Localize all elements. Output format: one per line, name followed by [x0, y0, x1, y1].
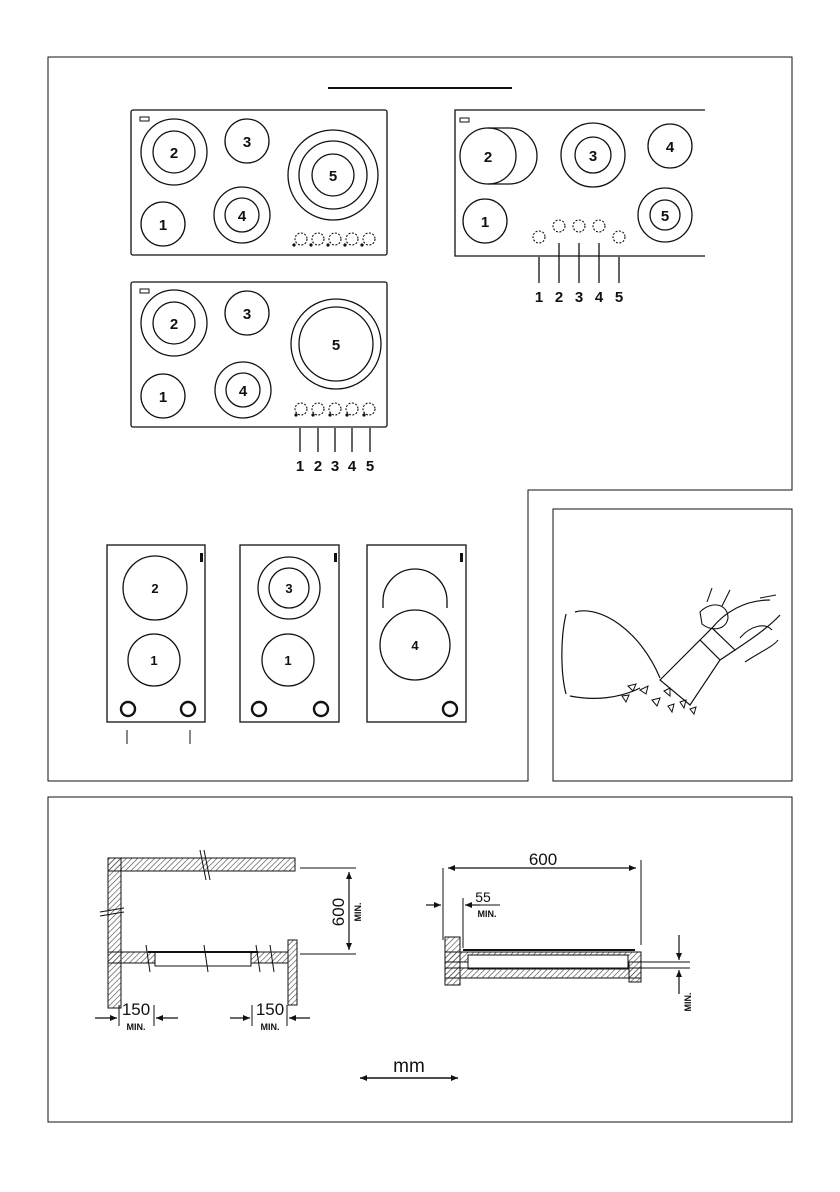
- svg-text:1: 1: [284, 653, 291, 668]
- svg-text:4: 4: [348, 458, 357, 475]
- svg-text:MIN.: MIN.: [353, 903, 363, 922]
- hob-a-zone-1: 1: [141, 202, 185, 246]
- svg-text:2: 2: [555, 289, 563, 306]
- svg-text:1: 1: [159, 389, 167, 406]
- svg-text:1: 1: [535, 289, 543, 306]
- left-wall: [108, 858, 121, 1008]
- svg-text:5: 5: [332, 337, 340, 354]
- svg-text:3: 3: [285, 581, 292, 596]
- hob-a-zone-5: 5: [288, 130, 378, 220]
- svg-text:2: 2: [151, 581, 158, 596]
- svg-text:MIN.: MIN.: [683, 993, 693, 1012]
- svg-text:5: 5: [329, 168, 337, 185]
- hob-c-zone-2: 2: [141, 290, 207, 356]
- right-wall: [288, 940, 297, 1005]
- domino-2-zone-3: 3: [258, 557, 320, 619]
- installation-right: 600 55 MIN. MIN.: [426, 850, 693, 1012]
- domino-1: 2 1: [107, 545, 205, 744]
- hob-c-zone-4: 4: [215, 362, 271, 418]
- hob-b-zone-3: 3: [561, 123, 625, 187]
- scraper-frame: [553, 509, 792, 781]
- svg-text:MIN.: MIN.: [261, 1022, 280, 1032]
- hob-b: 2 3 4 1 5: [455, 110, 705, 306]
- svg-text:MIN.: MIN.: [127, 1022, 146, 1032]
- hob-c: 2 3 5 1 4: [131, 282, 387, 475]
- hob-c-zone-3: 3: [225, 291, 269, 335]
- svg-text:600: 600: [529, 850, 557, 869]
- svg-text:5: 5: [366, 458, 374, 475]
- hob-c-zone-1: 1: [141, 374, 185, 418]
- svg-text:5: 5: [615, 289, 623, 306]
- hob-b-zone-5: 5: [638, 188, 692, 242]
- svg-text:4: 4: [595, 289, 604, 306]
- hob-c-zone-5: 5: [291, 299, 381, 389]
- svg-text:3: 3: [575, 289, 583, 306]
- svg-text:150: 150: [122, 1000, 150, 1019]
- domino-2-zone-1: 1: [262, 634, 314, 686]
- hob-b-knobs: [533, 220, 625, 283]
- svg-text:3: 3: [331, 458, 339, 475]
- hob-a-knobs: [292, 233, 375, 247]
- domino-1-zone-1: 1: [128, 634, 180, 686]
- right-shelf: [445, 968, 641, 978]
- svg-text:2: 2: [170, 316, 178, 333]
- domino-2: 3 1: [240, 545, 339, 722]
- unit-indicator: mm: [360, 1056, 458, 1078]
- svg-text:3: 3: [589, 148, 597, 165]
- svg-text:1: 1: [150, 653, 157, 668]
- hob-b-knob-labels: 1 2 3 4 5: [535, 289, 623, 306]
- installation-left: 600 MIN. 150 MIN. 150 MIN.: [95, 850, 363, 1032]
- svg-text:4: 4: [239, 383, 248, 400]
- hob-a: 2 3 5 1 4: [131, 110, 387, 255]
- domino-3: 4: [367, 545, 466, 722]
- svg-text:150: 150: [256, 1000, 284, 1019]
- domino-3-zone-4: 4: [380, 569, 450, 680]
- svg-text:4: 4: [411, 638, 419, 653]
- hob-b-zone-4: 4: [648, 124, 692, 168]
- hob-body: [155, 952, 251, 966]
- svg-text:2: 2: [170, 145, 178, 162]
- domino-2-knobs: [252, 702, 328, 716]
- domino-3-knob: [443, 702, 457, 716]
- svg-text:3: 3: [243, 306, 251, 323]
- svg-text:4: 4: [666, 139, 675, 156]
- scraper-illustration: [562, 588, 780, 714]
- hob-a-zone-2: 2: [141, 119, 207, 185]
- svg-text:3: 3: [243, 134, 251, 151]
- domino-1-knobs: [121, 702, 195, 744]
- svg-text:2: 2: [314, 458, 322, 475]
- svg-text:1: 1: [481, 214, 489, 231]
- svg-text:55: 55: [475, 889, 491, 905]
- hob-b-zone-1: 1: [463, 199, 507, 243]
- right-hob-body: [468, 955, 628, 969]
- svg-text:5: 5: [661, 208, 669, 225]
- domino-1-zone-2: 2: [123, 556, 187, 620]
- hob-a-zone-4: 4: [214, 187, 270, 243]
- hob-b-zone-2: 2: [460, 128, 537, 184]
- svg-text:mm: mm: [393, 1056, 425, 1077]
- svg-text:4: 4: [238, 208, 247, 225]
- svg-text:MIN.: MIN.: [478, 909, 497, 919]
- svg-text:600: 600: [329, 898, 348, 926]
- hob-a-zone-3: 3: [225, 119, 269, 163]
- svg-text:1: 1: [296, 458, 304, 475]
- svg-text:1: 1: [159, 217, 167, 234]
- hob-c-knob-labels: 1 2 3 4 5: [296, 458, 374, 475]
- svg-text:2: 2: [484, 149, 492, 166]
